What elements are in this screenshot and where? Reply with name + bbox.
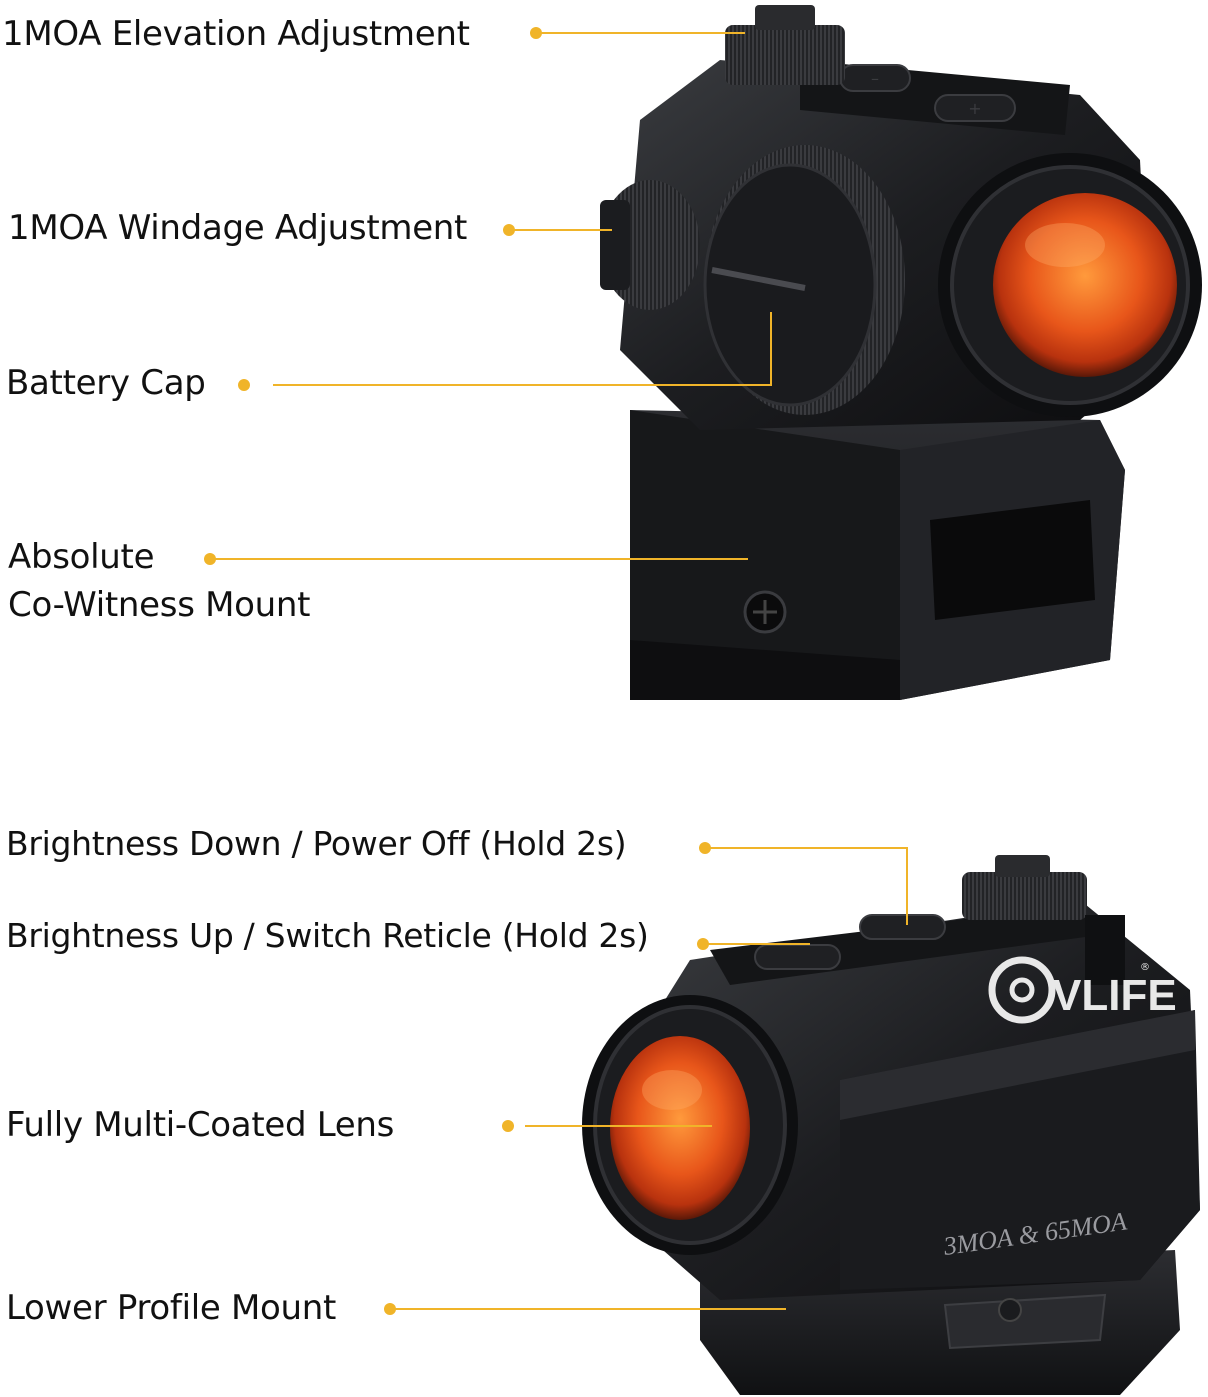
- leader-lines: [210, 32, 908, 1310]
- callout-dot: [204, 553, 216, 565]
- brand-logo-text: VLIFE: [1052, 971, 1177, 1020]
- callout-windage-adjustment: 1MOA Windage Adjustment: [8, 208, 468, 248]
- callout-dot: [502, 1120, 514, 1132]
- callout-brightness-down: Brightness Down / Power Off (Hold 2s): [6, 824, 627, 863]
- callout-brightness-up: Brightness Up / Switch Reticle (Hold 2s): [6, 916, 649, 955]
- callout-elevation-adjustment: 1MOA Elevation Adjustment: [2, 14, 470, 54]
- svg-text:+: +: [968, 99, 981, 118]
- callout-dot: [530, 27, 542, 39]
- callout-dot: [384, 1303, 396, 1315]
- callout-co-witness-mount-line2: Co-Witness Mount: [8, 585, 311, 625]
- callout-multi-coated-lens: Fully Multi-Coated Lens: [6, 1105, 395, 1145]
- callout-battery-cap: Battery Cap: [6, 363, 206, 403]
- callout-dot: [238, 379, 250, 391]
- svg-text:–: –: [871, 69, 879, 88]
- brand-logo: VLIFE ®: [988, 956, 1177, 1024]
- callout-dot: [699, 842, 711, 854]
- callout-dot: [697, 938, 709, 950]
- svg-text:®: ®: [1140, 962, 1150, 973]
- callout-lower-profile-mount: Lower Profile Mount: [6, 1288, 337, 1328]
- sight-top-illustration: – +: [600, 5, 1202, 700]
- callout-co-witness-mount-line1: Absolute: [8, 537, 155, 577]
- callout-dot: [503, 224, 515, 236]
